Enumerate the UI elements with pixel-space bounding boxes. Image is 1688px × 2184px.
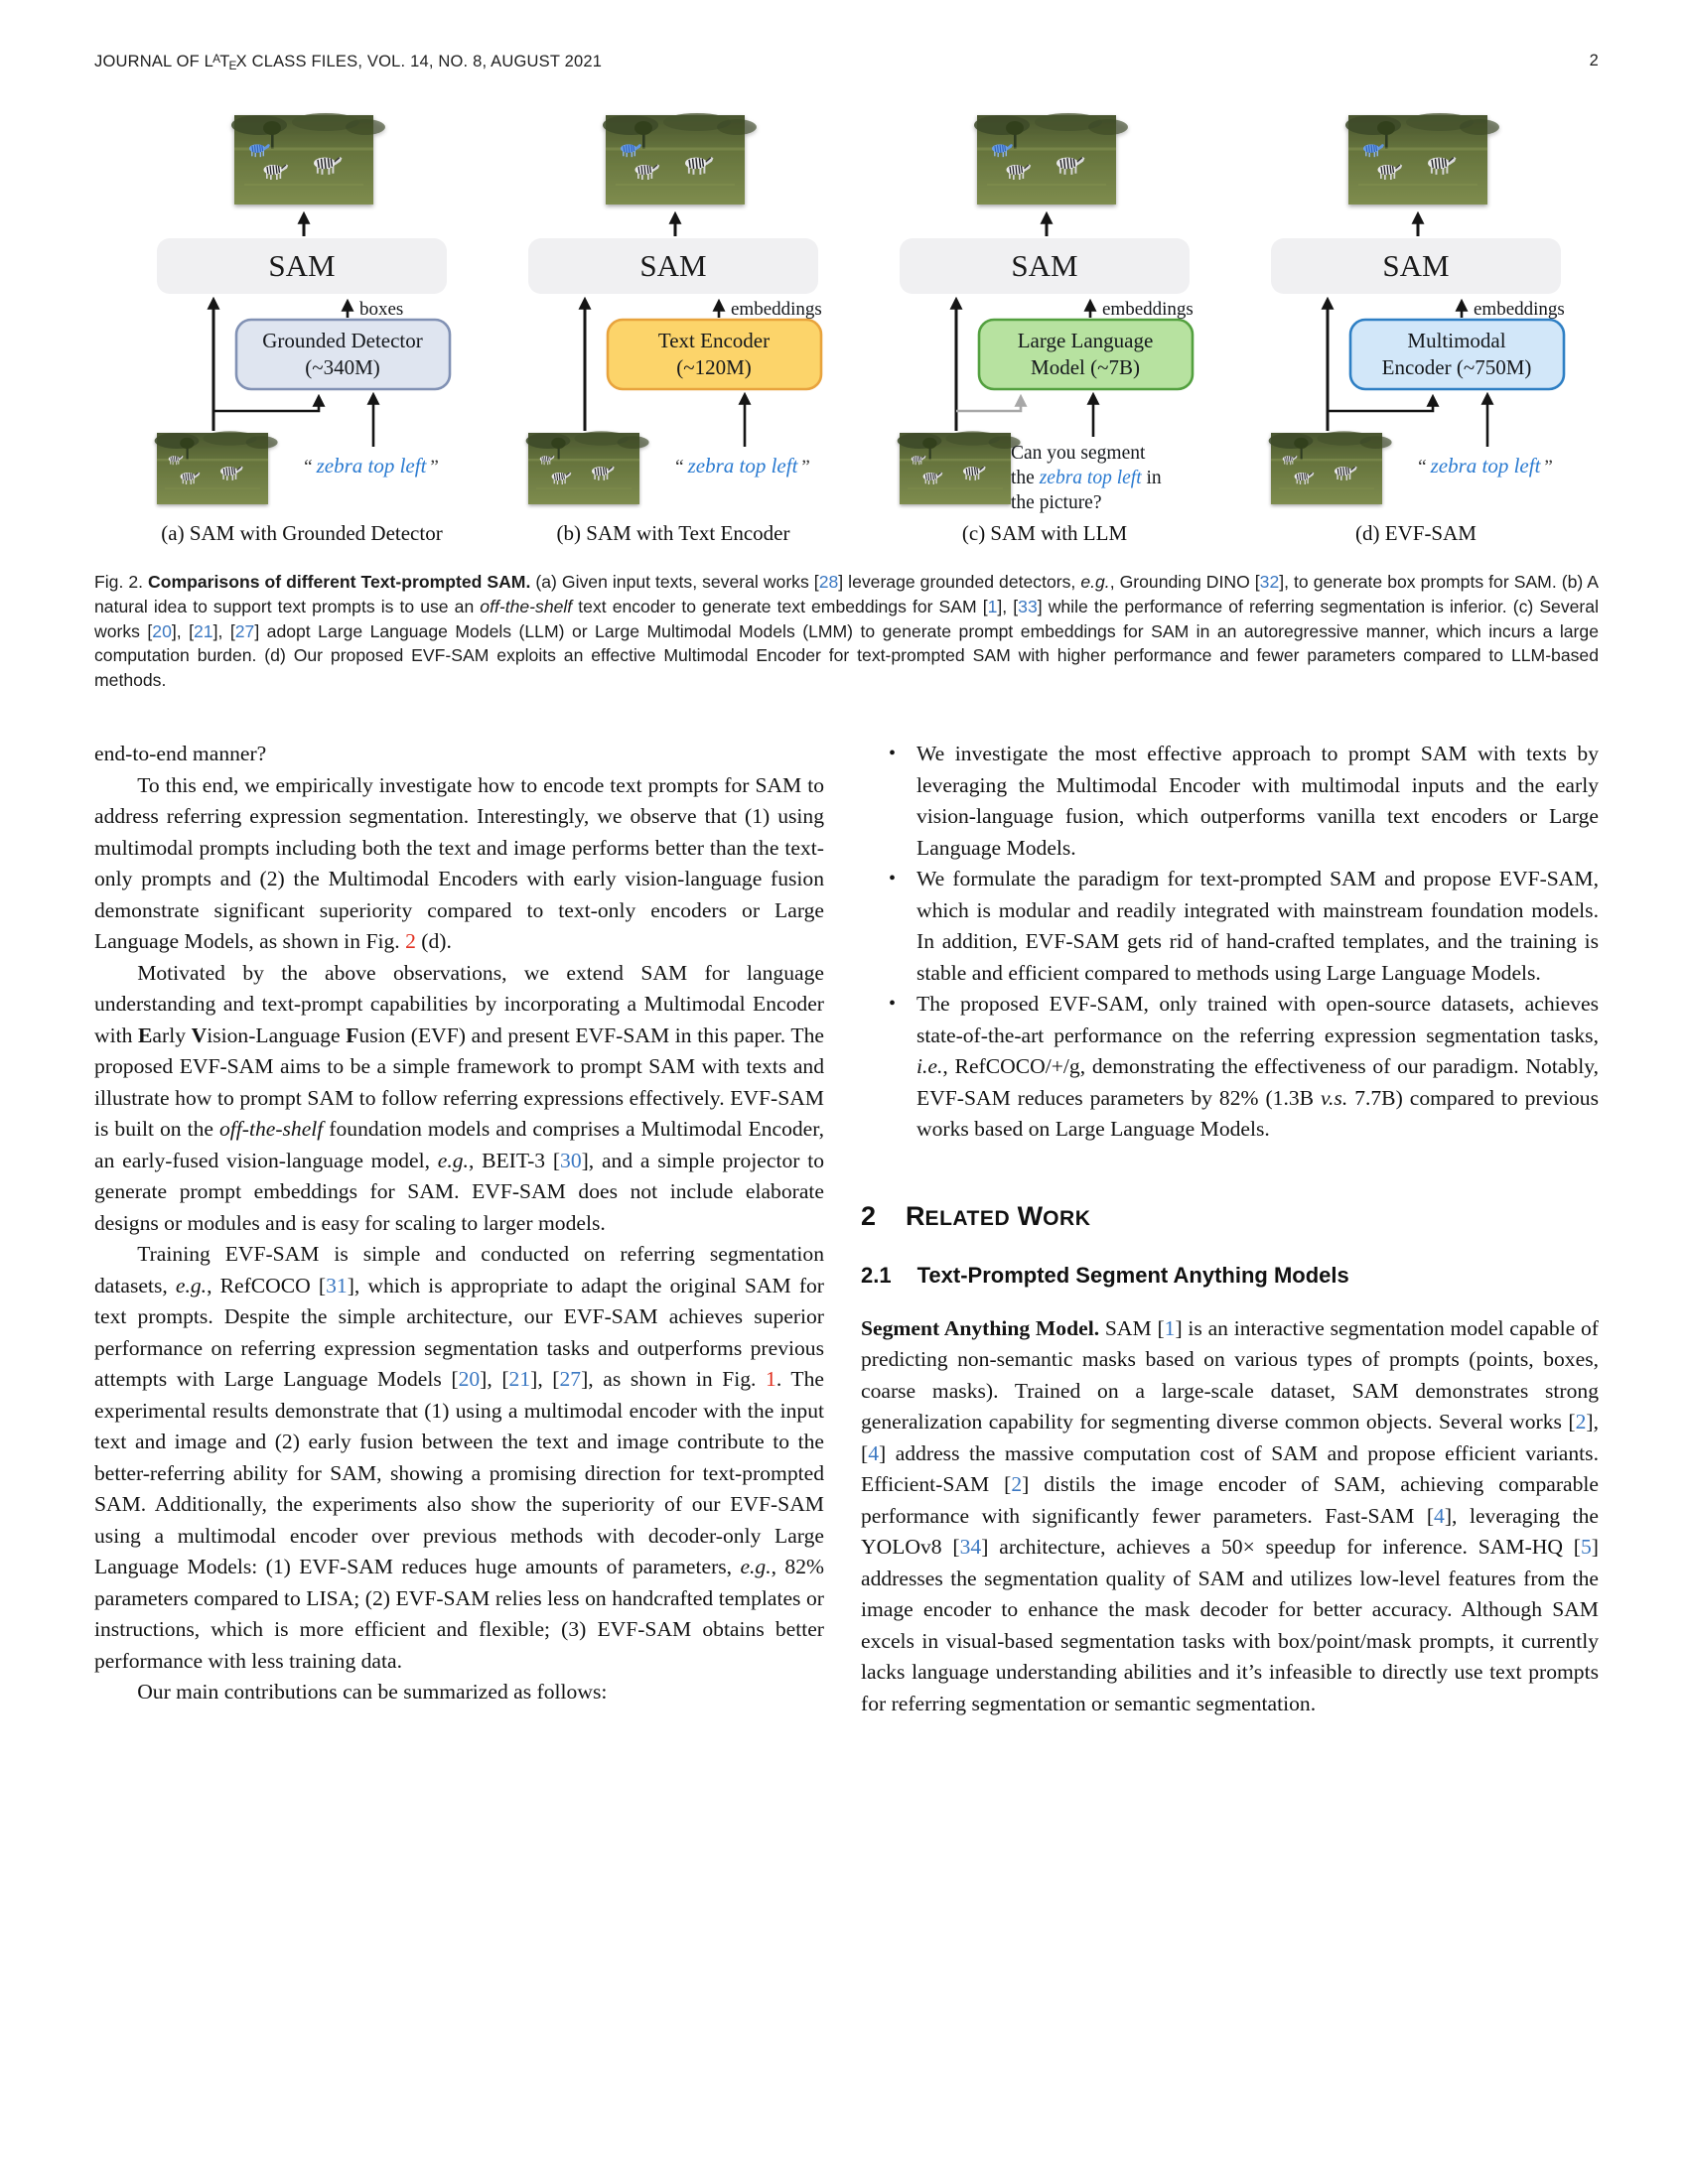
paragraph: To this end, we empirically investigate …: [94, 772, 824, 954]
contribution-text: We investigate the most effective approa…: [916, 742, 1599, 860]
figure-2: SAM boxes Grounded Detector (~340M) “ ze…: [117, 105, 1603, 546]
input-image: [526, 431, 649, 504]
sam-label: SAM: [268, 248, 335, 283]
citation-link[interactable]: 28: [818, 572, 839, 592]
citation-link[interactable]: 27: [559, 1367, 582, 1391]
input-image: [155, 431, 278, 504]
citation-link[interactable]: 34: [959, 1535, 982, 1559]
bullet-icon: •: [889, 743, 897, 764]
image-to-encoder-elbow: [1328, 393, 1440, 413]
paragraph: Our main contributions can be summarized…: [137, 1680, 608, 1704]
output-image-masked: [974, 113, 1128, 205]
citation-link[interactable]: 21: [194, 620, 213, 641]
panel-d-diagram: SAM embeddings Multimodal Encoder (~750M…: [1231, 105, 1566, 517]
contribution-text: We formulate the paradigm for text-promp…: [916, 867, 1599, 985]
sam-box: [157, 238, 447, 294]
citation-link[interactable]: 32: [1259, 572, 1280, 592]
citation-link[interactable]: 5: [1580, 1535, 1592, 1559]
detector-box-line1: Grounded Detector: [262, 329, 423, 352]
panel-c-caption: (c) SAM with LLM: [961, 521, 1128, 545]
embeddings-arrow-label: embeddings: [1102, 299, 1194, 320]
prompt-text: “ zebra top left ”: [1418, 454, 1553, 478]
sam-label: SAM: [639, 248, 706, 283]
paragraph: Training EVF-SAM is simple and conducted…: [94, 1242, 824, 1673]
contribution-item: • We formulate the paradigm for text-pro…: [861, 864, 1599, 989]
mm-encoder-line2: Encoder (~750M): [1382, 355, 1532, 379]
llm-box: [977, 318, 1195, 391]
prompt-text: “ zebra top left ”: [304, 454, 439, 478]
bullet-icon: •: [889, 993, 897, 1015]
citation-link[interactable]: 2: [1575, 1410, 1587, 1433]
right-column: • We investigate the most effective appr…: [861, 739, 1599, 1719]
question-line-3: the picture?: [1011, 492, 1102, 513]
embeddings-arrow-label: embeddings: [1474, 299, 1565, 320]
prompt-text: “ zebra top left ”: [675, 454, 810, 478]
citation-link[interactable]: 4: [868, 1440, 879, 1465]
citation-link[interactable]: 4: [1434, 1503, 1445, 1528]
figure-panel-c: SAM embeddings Large Language Model (~7B…: [860, 105, 1229, 546]
panel-a-diagram: SAM boxes Grounded Detector (~340M) “ ze…: [117, 105, 452, 517]
output-image-masked: [603, 113, 757, 205]
input-image: [1269, 431, 1392, 504]
citation-link[interactable]: 20: [458, 1367, 481, 1391]
paragraph: end-to-end manner?: [94, 742, 267, 765]
contribution-item: • The proposed EVF-SAM, only trained wit…: [861, 989, 1599, 1146]
mm-encoder-line1: Multimodal: [1407, 329, 1505, 352]
citation-link[interactable]: 21: [508, 1367, 531, 1391]
citation-link[interactable]: 1: [1164, 1315, 1176, 1340]
figure-2-caption: Fig. 2. Comparisons of different Text-pr…: [94, 572, 1600, 691]
citation-link[interactable]: 31: [326, 1273, 348, 1297]
sam-label: SAM: [1011, 248, 1077, 283]
citation-link[interactable]: 20: [152, 620, 172, 641]
image-to-llm-elbow-gray: [956, 393, 1028, 413]
left-column: end-to-end manner? To this end, we empir…: [94, 739, 824, 1708]
panel-b-caption: (b) SAM with Text Encoder: [556, 521, 790, 545]
multimodal-encoder-box: [1348, 318, 1566, 391]
sam-box: [900, 238, 1190, 294]
citation-link[interactable]: 27: [234, 620, 255, 641]
citation-link[interactable]: 30: [560, 1148, 582, 1172]
panel-c-diagram: SAM embeddings Large Language Model (~7B…: [860, 105, 1195, 513]
journal-title: JOURNAL OF LATEX CLASS FILES, VOL. 14, N…: [94, 52, 603, 72]
embeddings-arrow-label: embeddings: [731, 299, 822, 320]
page-header: JOURNAL OF LATEX CLASS FILES, VOL. 14, N…: [94, 52, 1599, 72]
text-encoder-box: [606, 318, 823, 391]
sam-label: SAM: [1382, 248, 1449, 283]
encoder-box-line2: (~120M): [676, 355, 752, 379]
page-number: 2: [1589, 52, 1599, 69]
input-image: [898, 431, 1021, 504]
panel-a-caption: (a) SAM with Grounded Detector: [161, 521, 443, 545]
figure-reference-link[interactable]: 1: [766, 1367, 776, 1391]
detector-box-line2: (~340M): [305, 355, 380, 379]
output-image-masked: [231, 113, 385, 205]
question-line-1: Can you segment: [1011, 443, 1146, 464]
llm-box-line2: Model (~7B): [1031, 355, 1140, 379]
image-to-detector-elbow: [213, 393, 326, 413]
citation-link[interactable]: 1: [987, 596, 998, 616]
figure-panel-a: SAM boxes Grounded Detector (~340M) “ ze…: [117, 105, 487, 546]
question-line-2: the zebra top left in: [1011, 468, 1162, 488]
contribution-item: • We investigate the most effective appr…: [861, 739, 1599, 864]
output-image-masked: [1345, 113, 1499, 205]
figure-panel-b: SAM embeddings Text Encoder (~120M) “ ze…: [489, 105, 858, 546]
related-work-paragraph: Segment Anything Model. SAM [1] is an in…: [861, 1315, 1599, 1715]
citation-link[interactable]: 2: [1011, 1472, 1023, 1496]
encoder-box-line1: Text Encoder: [658, 329, 770, 352]
grounded-detector-box: [234, 318, 452, 391]
sam-box: [1271, 238, 1561, 294]
sam-box: [528, 238, 818, 294]
paragraph: Motivated by the above observations, we …: [94, 960, 824, 1235]
panel-b-diagram: SAM embeddings Text Encoder (~120M) “ ze…: [489, 105, 823, 517]
figure-reference-link[interactable]: 2: [405, 929, 416, 953]
figure-panel-d: SAM embeddings Multimodal Encoder (~750M…: [1231, 105, 1601, 546]
llm-box-line1: Large Language: [1018, 329, 1154, 352]
bullet-icon: •: [889, 868, 897, 889]
citation-link[interactable]: 33: [1018, 596, 1038, 616]
panel-d-caption: (d) EVF-SAM: [1355, 521, 1477, 545]
boxes-arrow-label: boxes: [359, 299, 403, 320]
contribution-text: The proposed EVF-SAM, only trained with …: [916, 992, 1599, 1141]
